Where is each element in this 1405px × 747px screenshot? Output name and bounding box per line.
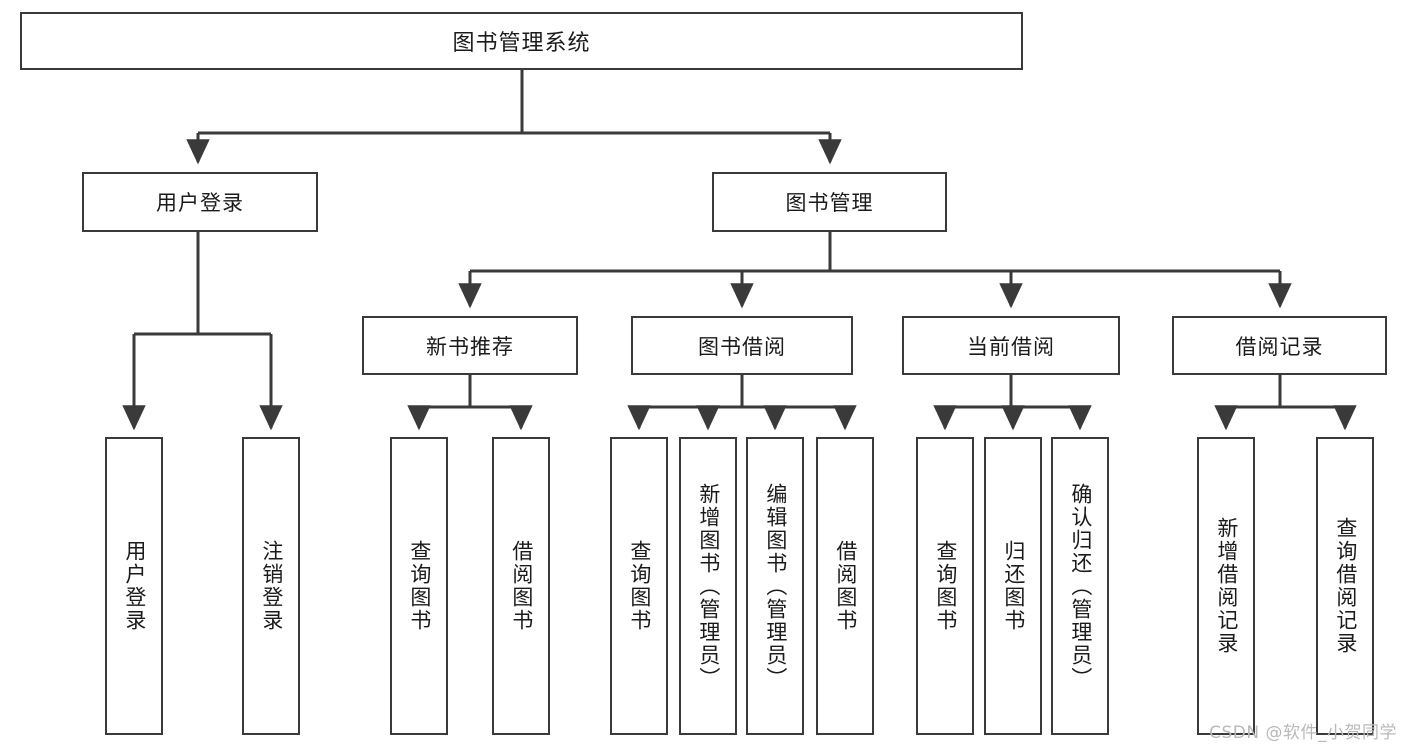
node-book-manage[interactable]: 图书管理 [712, 172, 947, 232]
leaf-book-borrow-borrow[interactable]: 借阅图书 [816, 437, 874, 735]
leaf-borrow-record-add-label: 新增借阅记录 [1214, 517, 1239, 655]
leaf-current-borrow-query-label: 查询图书 [933, 540, 958, 632]
leaf-current-borrow-return-label: 归还图书 [1001, 540, 1026, 632]
leaf-book-borrow-borrow-label: 借阅图书 [833, 540, 858, 632]
leaf-current-borrow-confirm[interactable]: 确认归还（管理员） [1051, 437, 1109, 735]
leaf-user-login-login-label: 用户登录 [122, 540, 147, 632]
node-new-book-recommend-label: 新书推荐 [426, 334, 514, 359]
leaf-new-book-borrow[interactable]: 借阅图书 [492, 437, 550, 735]
leaf-borrow-record-add[interactable]: 新增借阅记录 [1197, 437, 1255, 735]
leaf-user-login-logout-label: 注销登录 [259, 540, 284, 632]
leaf-book-borrow-edit-label: 编辑图书（管理员） [763, 482, 788, 690]
leaf-current-borrow-return[interactable]: 归还图书 [984, 437, 1042, 735]
watermark: CSDN @软件_小贺同学 [1209, 723, 1397, 743]
node-root[interactable]: 图书管理系统 [20, 12, 1023, 70]
leaf-borrow-record-query-label: 查询借阅记录 [1333, 517, 1358, 655]
leaf-current-borrow-query[interactable]: 查询图书 [916, 437, 974, 735]
node-user-login[interactable]: 用户登录 [82, 172, 318, 232]
leaf-new-book-query-label: 查询图书 [407, 540, 432, 632]
node-book-borrow[interactable]: 图书借阅 [631, 316, 853, 375]
node-book-manage-label: 图书管理 [785, 191, 874, 215]
leaf-new-book-borrow-label: 借阅图书 [509, 540, 534, 632]
leaf-new-book-query[interactable]: 查询图书 [390, 437, 448, 735]
node-book-borrow-label: 图书借阅 [698, 334, 786, 359]
node-root-label: 图书管理系统 [452, 31, 591, 56]
leaf-book-borrow-add-label: 新增图书（管理员） [696, 482, 721, 690]
leaf-current-borrow-confirm-label: 确认归还（管理员） [1068, 482, 1093, 690]
node-current-borrow-label: 当前借阅 [967, 334, 1055, 359]
leaf-borrow-record-query[interactable]: 查询借阅记录 [1316, 437, 1374, 735]
leaf-book-borrow-add[interactable]: 新增图书（管理员） [679, 437, 737, 735]
leaf-book-borrow-edit[interactable]: 编辑图书（管理员） [746, 437, 804, 735]
node-borrow-record-label: 借阅记录 [1235, 334, 1324, 359]
leaf-user-login-login[interactable]: 用户登录 [105, 437, 163, 735]
node-user-login-label: 用户登录 [156, 191, 244, 215]
node-borrow-record[interactable]: 借阅记录 [1172, 316, 1387, 375]
node-current-borrow[interactable]: 当前借阅 [902, 316, 1120, 375]
leaf-book-borrow-query-label: 查询图书 [627, 540, 652, 632]
leaf-user-login-logout[interactable]: 注销登录 [242, 437, 300, 735]
leaf-book-borrow-query[interactable]: 查询图书 [610, 437, 668, 735]
node-new-book-recommend[interactable]: 新书推荐 [362, 316, 578, 375]
